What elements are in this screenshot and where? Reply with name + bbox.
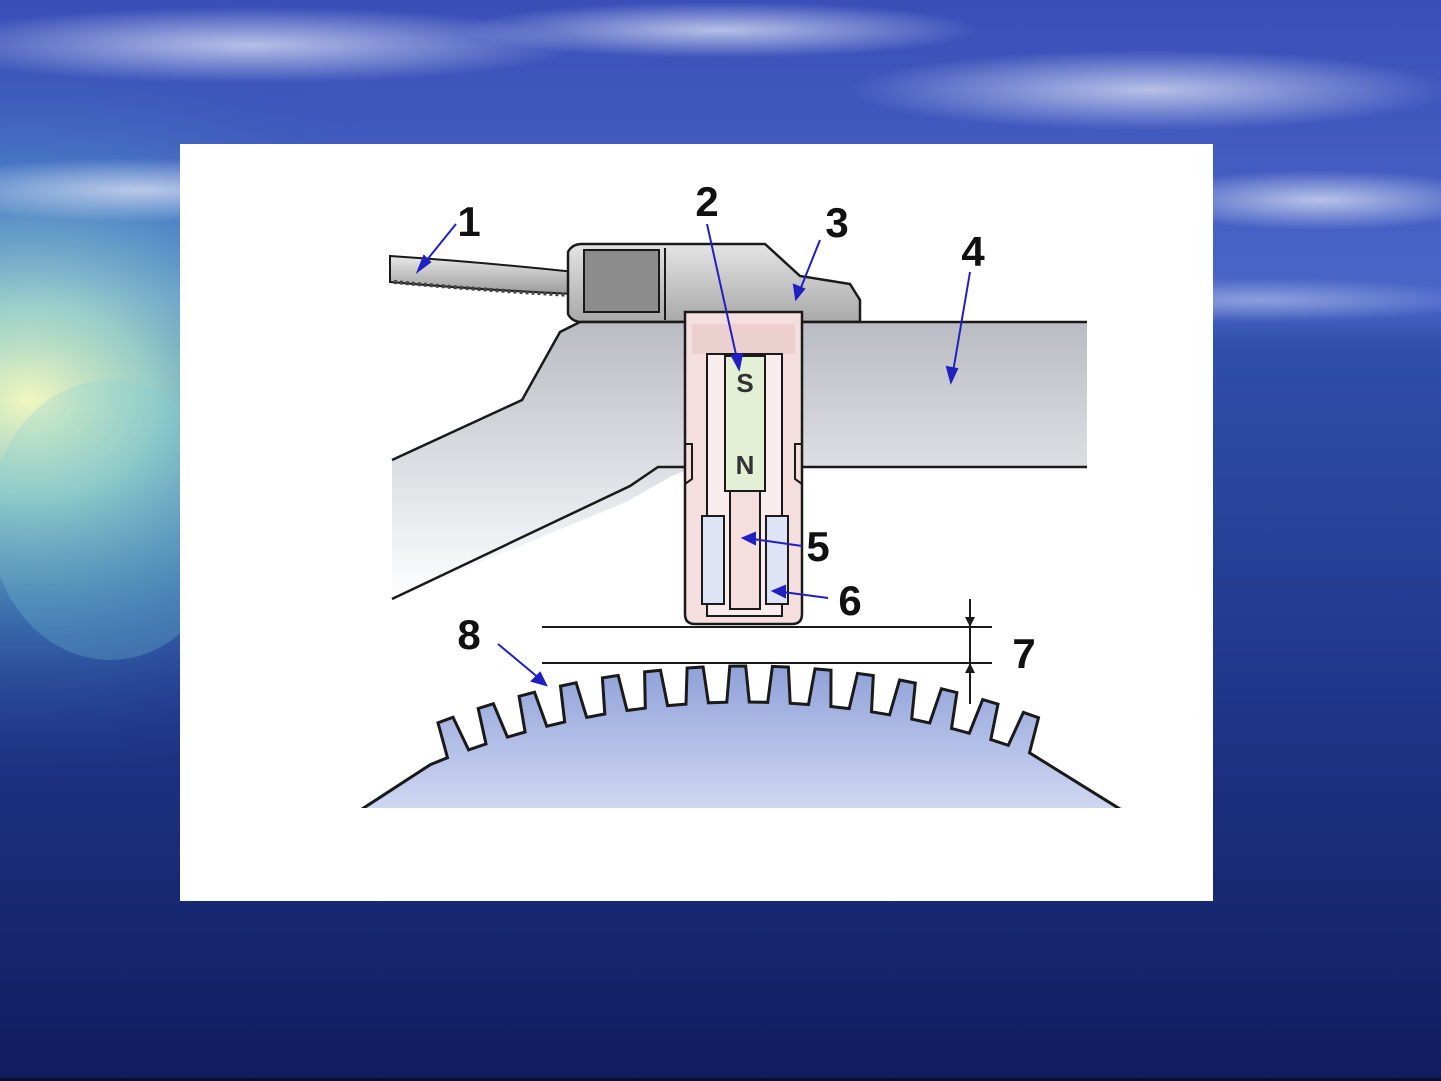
magnet-north-label: N xyxy=(736,450,755,480)
cable xyxy=(390,256,575,295)
callout-4: 4 xyxy=(961,228,985,275)
callout-7: 7 xyxy=(1012,630,1035,677)
callout-2: 2 xyxy=(695,178,718,225)
callout-3: 3 xyxy=(825,199,848,246)
pole-core xyxy=(730,491,760,609)
callout-8: 8 xyxy=(457,611,480,658)
callout-6: 6 xyxy=(838,577,861,624)
magnet-south-label: S xyxy=(736,368,753,398)
sensor-diagram: S N xyxy=(180,144,1213,901)
sensor-housing: S N xyxy=(685,312,802,624)
diagram-panel: S N xyxy=(180,144,1213,901)
permanent-magnet: S N xyxy=(725,356,765,491)
callout-5: 5 xyxy=(806,523,829,570)
gear-fade-mask xyxy=(180,808,1213,901)
callout-1: 1 xyxy=(457,198,480,245)
